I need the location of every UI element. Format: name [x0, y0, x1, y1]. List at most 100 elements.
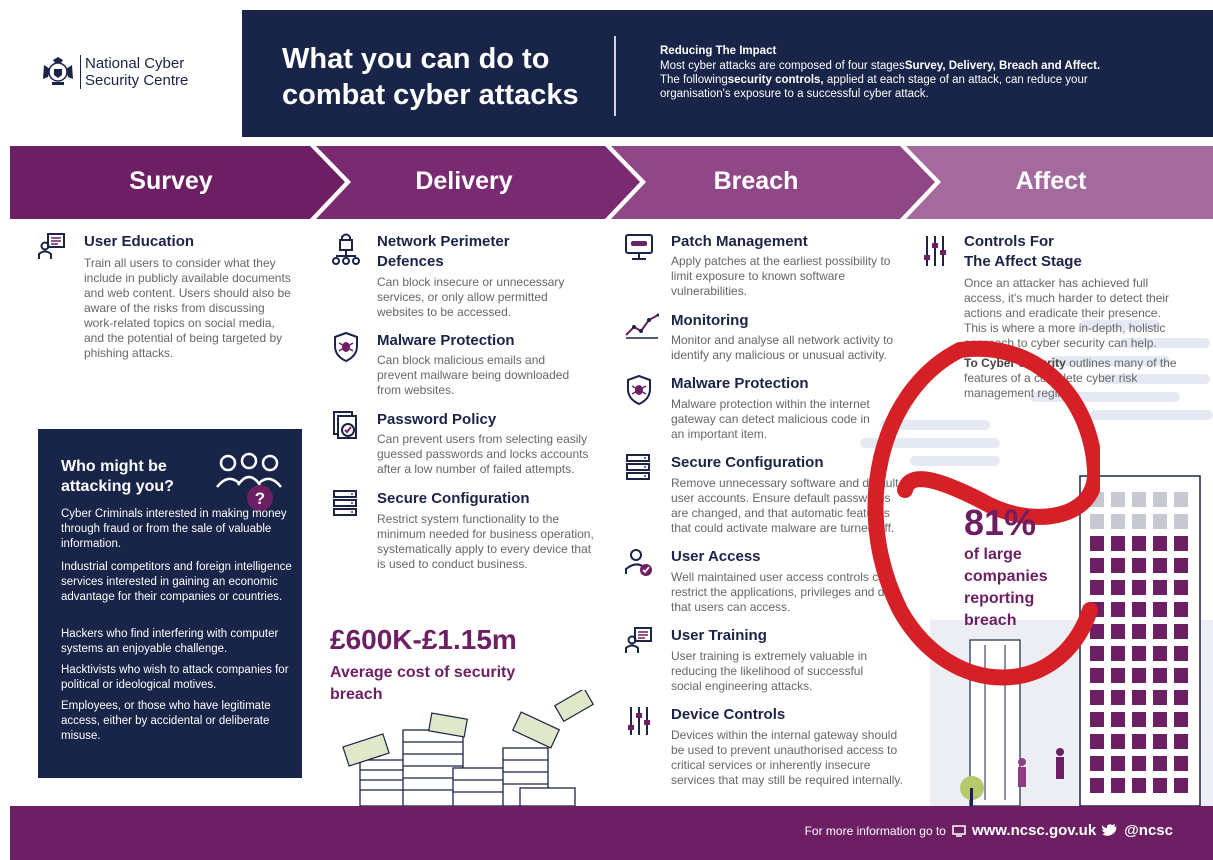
sliders-icon — [924, 236, 946, 266]
intro-heading: Reducing The Impact — [660, 45, 777, 57]
item-desc: Well maintained user access controls can… — [671, 570, 902, 614]
server-gear-icon — [626, 454, 650, 480]
footer-twitter-link[interactable]: @ncsc — [1124, 822, 1173, 839]
item-desc: Restrict system functionality to the min… — [377, 512, 594, 571]
item-desc: Remove unnecessary software and default … — [671, 476, 899, 535]
intro-text-b: Survey, Delivery, Breach and Affect. — [904, 60, 1101, 72]
building-window — [1132, 536, 1146, 551]
logo-line-1: National Cyber — [85, 55, 185, 72]
item-desc: Can block insecure or unnecessary servic… — [377, 275, 565, 319]
intro-text-c: The following — [660, 74, 728, 86]
building-window — [1132, 492, 1146, 507]
building-window — [1111, 756, 1125, 771]
building-window — [1174, 646, 1188, 661]
building-window — [1090, 668, 1104, 683]
intro-text-d: security controls, — [727, 74, 824, 86]
cost-value: £600K-£1.15m — [330, 624, 517, 655]
building-window — [1132, 690, 1146, 705]
cost-label: Average cost of security breach — [330, 664, 516, 703]
password-doc-icon — [333, 411, 357, 439]
building-window — [1174, 602, 1188, 617]
building-window — [1111, 624, 1125, 639]
item-title: User Training — [671, 627, 767, 644]
building-window — [1153, 756, 1167, 771]
item-desc: Malware protection within the internet g… — [671, 397, 870, 441]
building-window — [1132, 624, 1146, 639]
breach-item-user-access: User Access Well maintained user access … — [625, 547, 915, 617]
building-window — [1111, 690, 1125, 705]
breach-item-malware-protection: Malware Protection Malware protection wi… — [625, 374, 915, 444]
item-title: Device Controls — [671, 706, 786, 723]
breach-item-device-controls: Device Controls Devices within the inter… — [625, 705, 915, 795]
stat-value: 81% — [964, 502, 1037, 543]
building-window — [1132, 580, 1146, 595]
stage-survey: Survey — [129, 167, 213, 195]
building-window — [1132, 558, 1146, 573]
stat-label: of large companies reporting breach — [964, 546, 1048, 629]
page-title: What you can do to combat cyber attacks — [282, 43, 579, 111]
stage-delivery: Delivery — [415, 167, 513, 195]
red-swirl-circle — [867, 340, 1100, 686]
delivery-item-malware-protection: Malware Protection Can block malicious e… — [332, 331, 602, 401]
building-window — [1090, 536, 1104, 551]
building-window — [1174, 690, 1188, 705]
delivery-item-secure-configuration: Secure Configuration Restrict system fun… — [332, 489, 602, 579]
money-stack-illustration — [342, 690, 595, 806]
building-window — [1174, 558, 1188, 573]
building-window — [1174, 580, 1188, 595]
building-window — [1111, 778, 1125, 793]
building-window — [1111, 492, 1125, 507]
footer-bar: For more information go to www.ncsc.gov.… — [10, 806, 1213, 860]
item-title: Secure Configuration — [671, 454, 824, 471]
stage-arrow-affect — [906, 146, 1213, 219]
building-window — [1174, 624, 1188, 639]
item-title: Monitoring — [671, 312, 749, 329]
user-check-icon — [625, 549, 652, 576]
who-item: Hackers who find interfering with comput… — [61, 628, 279, 655]
building-window — [1174, 778, 1188, 793]
item-desc: Apply patches at the earliest possibilit… — [671, 254, 891, 298]
building-window — [1153, 514, 1167, 529]
building-window — [1153, 734, 1167, 749]
stage-bar — [10, 146, 1213, 219]
survey-item-user-education: User Education Train all users to consid… — [38, 232, 291, 372]
presentation-icon — [625, 627, 652, 653]
item-title: Password Policy — [377, 411, 497, 428]
item-desc: Devices within the internal gateway shou… — [671, 728, 903, 787]
footer-url-link[interactable]: www.ncsc.gov.uk — [971, 822, 1097, 839]
building-window — [1111, 668, 1125, 683]
logo-text: National Cyber Security Centre — [80, 55, 188, 89]
item-title: Malware Protection — [671, 375, 809, 392]
breach-item-secure-configuration: Secure Configuration Remove unnecessary … — [625, 453, 915, 543]
logo-line-2: Security Centre — [85, 72, 189, 89]
line-graph-icon — [625, 313, 659, 339]
building-window — [1174, 668, 1188, 683]
delivery-item-password-policy: Password Policy Can prevent users from s… — [332, 410, 602, 480]
item-title: User Education — [84, 233, 195, 250]
item-desc: User training is extremely valuable in r… — [671, 649, 868, 693]
intro-text-e: applied at each stage of an attack, can … — [660, 74, 1088, 100]
building-window — [1132, 712, 1146, 727]
ncsc-logo[interactable]: National Cyber Security Centre — [40, 55, 188, 89]
people-question-icon: ? — [216, 452, 282, 511]
affect-title-line1: Controls For — [964, 233, 1054, 250]
building-window — [1132, 514, 1146, 529]
building-window — [1153, 536, 1167, 551]
building-window — [1132, 756, 1146, 771]
building-window — [1132, 734, 1146, 749]
item-desc: Can block malicious emails and prevent m… — [377, 353, 570, 397]
building-window — [1090, 646, 1104, 661]
stage-arrow-delivery — [316, 146, 640, 219]
item-desc: Train all users to consider what they in… — [84, 256, 291, 360]
building-window — [1111, 712, 1125, 727]
building-window — [1153, 602, 1167, 617]
building-window — [1132, 646, 1146, 661]
office-building-illustration — [930, 475, 1213, 806]
building-window — [1090, 690, 1104, 705]
item-title: Patch Management — [671, 233, 808, 250]
building-window — [1153, 558, 1167, 573]
stage-affect: Affect — [1015, 167, 1087, 195]
building-window — [1090, 514, 1104, 529]
building-window — [1090, 558, 1104, 573]
